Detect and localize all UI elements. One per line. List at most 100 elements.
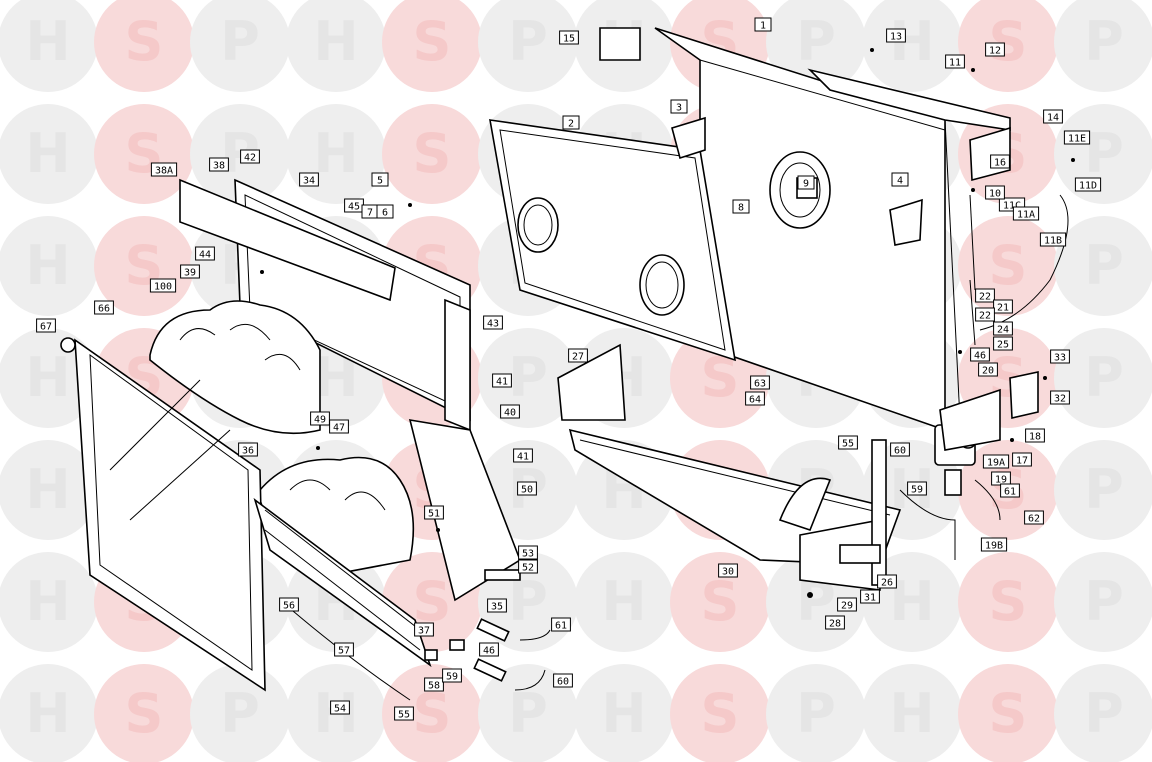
- front-combustion-panel: [489, 119, 737, 362]
- part-label-text: 7: [367, 208, 373, 219]
- part-label-box: [745, 391, 765, 406]
- part-label-box: [890, 442, 910, 457]
- part-label-text: 16: [994, 158, 1006, 169]
- part-label: 100: [149, 278, 177, 293]
- part-label: 26: [877, 574, 897, 589]
- part-label: 19B: [980, 537, 1008, 552]
- watermark-letter: H: [601, 570, 646, 633]
- part-label: 13: [886, 28, 906, 43]
- watermark-letter: H: [313, 122, 358, 185]
- part-label-box: [424, 505, 444, 520]
- part-label: 4: [891, 172, 909, 187]
- rear-heat-panel: [179, 178, 471, 422]
- part-label-box: [886, 28, 906, 43]
- part-label-box: [993, 299, 1013, 314]
- part-label-text: 36: [242, 446, 254, 457]
- watermark-circle: [382, 664, 482, 762]
- part-label-box: [517, 481, 537, 496]
- part-label: 38: [209, 157, 229, 172]
- part-label-text: 11B: [1044, 236, 1062, 247]
- part-label-text: 66: [98, 304, 110, 315]
- part-label-text: 52: [522, 563, 534, 574]
- part-label: 60: [553, 673, 573, 688]
- part-label-box: [891, 172, 909, 187]
- part-label-text: 50: [521, 485, 533, 496]
- part-label-text: 59: [446, 672, 458, 683]
- part-label: 27: [568, 348, 588, 363]
- part-label-text: 13: [890, 32, 902, 43]
- fixing-screws: [260, 48, 1075, 714]
- part-label-box: [750, 375, 770, 390]
- watermark-circle: [0, 216, 98, 316]
- part-label-box: [980, 537, 1008, 552]
- watermark-letter: S: [413, 682, 452, 745]
- watermark-letter: H: [25, 458, 70, 521]
- watermark-circle: [0, 0, 98, 92]
- part-label-box: [838, 435, 858, 450]
- clip-67: [60, 337, 76, 353]
- part-label-text: 22: [979, 292, 991, 303]
- part-label: 33: [1050, 349, 1070, 364]
- part-label-box: [1000, 483, 1020, 498]
- part-label: 35: [487, 598, 507, 613]
- watermark-letter: H: [25, 234, 70, 297]
- part-label: 10: [985, 185, 1005, 200]
- part-label: 57: [334, 642, 354, 657]
- part-label: 59: [442, 668, 462, 683]
- watermark-circle: [1054, 440, 1152, 540]
- part-label-text: 49: [314, 415, 326, 426]
- part-label-box: [424, 677, 444, 692]
- watermark-letter: P: [796, 682, 836, 745]
- watermark-letter: P: [1084, 122, 1124, 185]
- part-label-text: 19B: [985, 541, 1003, 552]
- part-label: 15: [559, 30, 579, 45]
- part-label-text: 15: [563, 34, 575, 45]
- part-label: 36: [238, 442, 258, 457]
- part-label-text: 47: [333, 423, 345, 434]
- part-label-text: 64: [749, 395, 761, 406]
- part-label-text: 44: [199, 250, 211, 261]
- part-label: 41: [492, 373, 512, 388]
- watermark-letter: H: [25, 10, 70, 73]
- thermocouple-lead: [969, 194, 1069, 346]
- part-label: 51: [424, 505, 444, 520]
- part-label: 41: [513, 448, 533, 463]
- watermark-circle: [478, 328, 578, 428]
- watermark-letter: S: [989, 234, 1028, 297]
- part-label-box: [990, 154, 1010, 169]
- watermark-circle: [0, 552, 98, 652]
- watermark-letter: S: [989, 10, 1028, 73]
- part-label-text: 30: [722, 567, 734, 578]
- part-label-box: [492, 373, 512, 388]
- part-label: 17: [1012, 452, 1032, 467]
- part-label-box: [150, 162, 178, 177]
- part-label-box: [1039, 232, 1067, 247]
- part-label-box: [310, 411, 330, 426]
- watermark-circle: [958, 552, 1058, 652]
- part-label: 55: [838, 435, 858, 450]
- part-label-box: [553, 673, 573, 688]
- part-label-box: [1012, 452, 1032, 467]
- part-label-box: [1025, 428, 1045, 443]
- watermark-letter: P: [1084, 234, 1124, 297]
- part-label: 11D: [1074, 177, 1102, 192]
- part-label-text: 63: [754, 379, 766, 390]
- part-label-text: 25: [997, 340, 1009, 351]
- part-label-box: [982, 454, 1010, 469]
- part-label-box: [877, 574, 897, 589]
- watermark-letter: P: [508, 346, 548, 409]
- part-label-text: 38: [213, 161, 225, 172]
- part-label-text: 67: [40, 322, 52, 333]
- part-label-text: 59: [911, 485, 923, 496]
- part-label-box: [513, 448, 533, 463]
- part-label-box: [371, 172, 389, 187]
- part-label-text: 60: [557, 677, 569, 688]
- part-label-text: 55: [398, 710, 410, 721]
- part-label: 5: [371, 172, 389, 187]
- watermark-letter: S: [701, 682, 740, 745]
- fuel-bed-back: [149, 300, 321, 435]
- glass-frame-66: [74, 338, 266, 692]
- part-label-box: [299, 172, 319, 187]
- part-label: 39: [180, 264, 200, 279]
